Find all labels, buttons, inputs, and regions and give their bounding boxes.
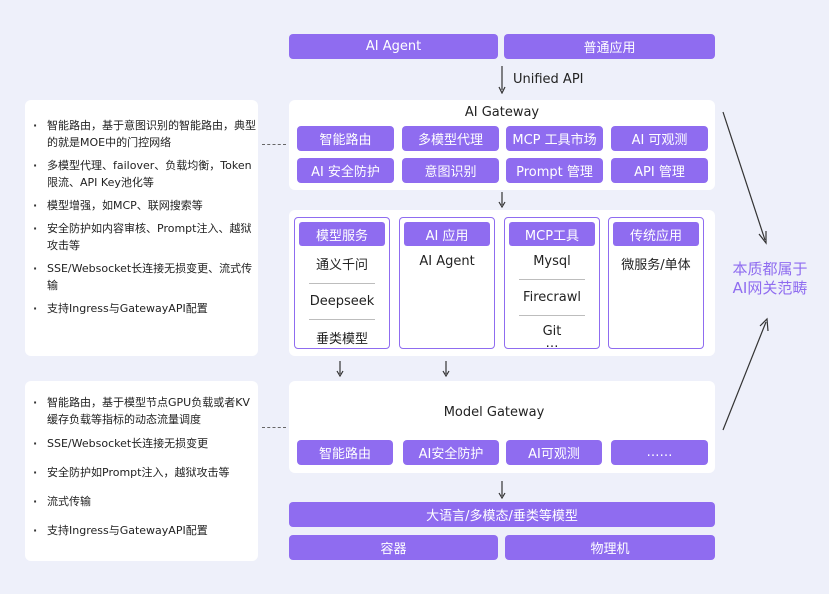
service-card-title: 传统应用 (613, 222, 699, 246)
physical-machine-bar: 物理机 (505, 535, 715, 560)
note-item: SSE/Websocket长连接无损变更、流式传输 (25, 260, 258, 294)
service-card-title: MCP工具 (509, 222, 595, 246)
ai-gateway-title: AI Gateway (464, 105, 540, 120)
arrow-down-icon (498, 481, 506, 499)
note-item: 安全防护如内容审核、Prompt注入、越狱攻击等 (25, 220, 258, 254)
models-bar: 大语言/多模态/垂类等模型 (289, 502, 715, 527)
feature-intent-recognition: 意图识别 (402, 158, 499, 183)
dashed-connector (262, 144, 286, 145)
model-gateway-title: Model Gateway (443, 405, 545, 420)
note-item: 多模型代理、failover、负载均衡，Token限流、API Key池化等 (25, 157, 258, 191)
ai-gateway-panel: AI Gateway 智能路由 多模型代理 MCP 工具市场 AI 可观测 AI… (289, 100, 715, 190)
model-gateway-panel: Model Gateway 智能路由 AI安全防护 AI可观测 …… (289, 381, 715, 473)
ai-agent-bar: AI Agent (289, 34, 498, 59)
side-label-line: AI网关范畴 (732, 279, 808, 297)
service-item: Git (542, 324, 562, 339)
feature-smart-routing: 智能路由 (297, 126, 394, 151)
container-bar: 容器 (289, 535, 498, 560)
mg-feature-ai-security: AI安全防护 (403, 440, 499, 465)
divider (309, 283, 375, 284)
service-card-models: 模型服务 通义千问 Deepseek 垂类模型 (294, 217, 390, 349)
note-item: 智能路由，基于意图识别的智能路由，典型的就是MOE中的门控网络 (25, 117, 258, 151)
divider (519, 279, 585, 280)
service-item: 通义千问 (315, 258, 368, 273)
arrow-down-icon (498, 66, 506, 94)
side-label-line: 本质都属于 (732, 260, 808, 278)
ai-gateway-notes: 智能路由，基于意图识别的智能路由，典型的就是MOE中的门控网络 多模型代理、fa… (25, 100, 258, 356)
unified-api-label: Unified API (513, 72, 584, 87)
note-item: SSE/Websocket长连接无损变更 (25, 435, 258, 452)
service-card-mcp-tools: MCP工具 Mysql Firecrawl Git … (504, 217, 600, 351)
note-item: 模型增强，如MCP、联网搜索等 (25, 197, 258, 214)
service-card-traditional: 传统应用 微服务/单体 (608, 217, 704, 349)
arrow-down-icon (336, 361, 344, 377)
note-item: 流式传输 (25, 493, 258, 510)
feature-api-management: API 管理 (611, 158, 708, 183)
mg-feature-smart-routing: 智能路由 (297, 440, 393, 465)
feature-ai-observability: AI 可观测 (611, 126, 708, 151)
service-item: Mysql (533, 254, 571, 269)
service-item: … (545, 336, 559, 351)
note-item: 智能路由，基于模型节点GPU负载或者KV缓存负载等指标的动态流量调度 (25, 394, 258, 428)
feature-mcp-market: MCP 工具市场 (506, 126, 603, 151)
divider (519, 315, 585, 316)
normal-app-bar: 普通应用 (504, 34, 715, 59)
arrow-down-icon (498, 192, 506, 208)
service-item: Firecrawl (523, 290, 581, 305)
side-label: 本质都属于 AI网关范畴 (722, 260, 818, 298)
arrow-down-icon (442, 361, 450, 377)
service-card-title: 模型服务 (299, 222, 385, 246)
service-card-title: AI 应用 (404, 222, 490, 246)
mg-feature-ai-observability: AI可观测 (506, 440, 602, 465)
feature-multi-model-proxy: 多模型代理 (402, 126, 499, 151)
note-item: 支持Ingress与GatewayAPI配置 (25, 522, 258, 539)
services-panel: 模型服务 通义千问 Deepseek 垂类模型 AI 应用 AI Agent M… (289, 210, 715, 356)
side-arrows (722, 111, 769, 431)
divider (309, 319, 375, 320)
note-item: 支持Ingress与GatewayAPI配置 (25, 300, 258, 317)
mg-feature-more: …… (611, 440, 708, 465)
feature-prompt-management: Prompt 管理 (506, 158, 603, 183)
service-card-ai-apps: AI 应用 AI Agent (399, 217, 495, 349)
model-gateway-notes: 智能路由，基于模型节点GPU负载或者KV缓存负载等指标的动态流量调度 SSE/W… (25, 381, 258, 561)
service-item: Deepseek (309, 294, 375, 309)
service-item: 垂类模型 (315, 332, 368, 347)
service-item: 微服务/单体 (621, 258, 691, 273)
service-item: AI Agent (419, 254, 475, 269)
note-item: 安全防护如Prompt注入，越狱攻击等 (25, 464, 258, 481)
dashed-connector (262, 427, 286, 428)
feature-ai-security: AI 安全防护 (297, 158, 394, 183)
